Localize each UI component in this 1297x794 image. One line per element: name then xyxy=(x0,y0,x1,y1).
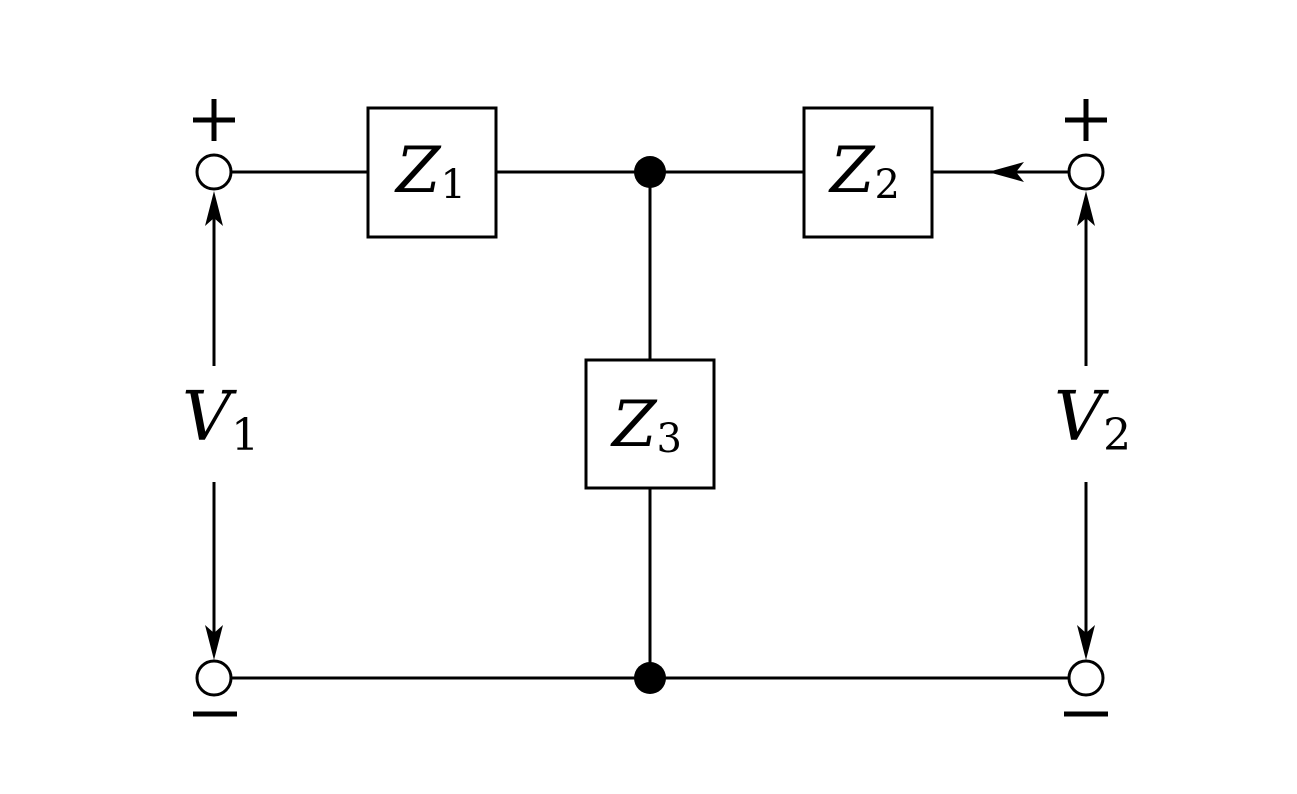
terminal-port2-bottom xyxy=(1067,659,1105,697)
plus-sign-port1 xyxy=(193,99,235,141)
v2-label: V2 xyxy=(1054,378,1131,461)
terminal-port1-bottom xyxy=(195,659,233,697)
v2-arrowhead-down xyxy=(1077,625,1095,660)
z1-label: Z1 xyxy=(394,134,466,208)
z2-label: Z2 xyxy=(828,134,900,208)
v2-arrowhead-up xyxy=(1077,191,1095,226)
current-arrowhead xyxy=(988,162,1024,182)
z3-label: Z3 xyxy=(610,388,682,462)
junction-node-top xyxy=(634,156,666,188)
v1-arrowhead-up xyxy=(205,191,223,226)
v1-label: V1 xyxy=(182,378,259,461)
v1-arrowhead-down xyxy=(205,625,223,660)
z3-box xyxy=(584,358,716,490)
z1-box xyxy=(366,106,498,239)
terminal-port2-top xyxy=(1067,153,1105,191)
terminal-port1-top xyxy=(195,153,233,191)
junction-node-bottom xyxy=(634,662,666,694)
plus-sign-port2 xyxy=(1065,99,1107,141)
z2-box xyxy=(802,106,934,239)
